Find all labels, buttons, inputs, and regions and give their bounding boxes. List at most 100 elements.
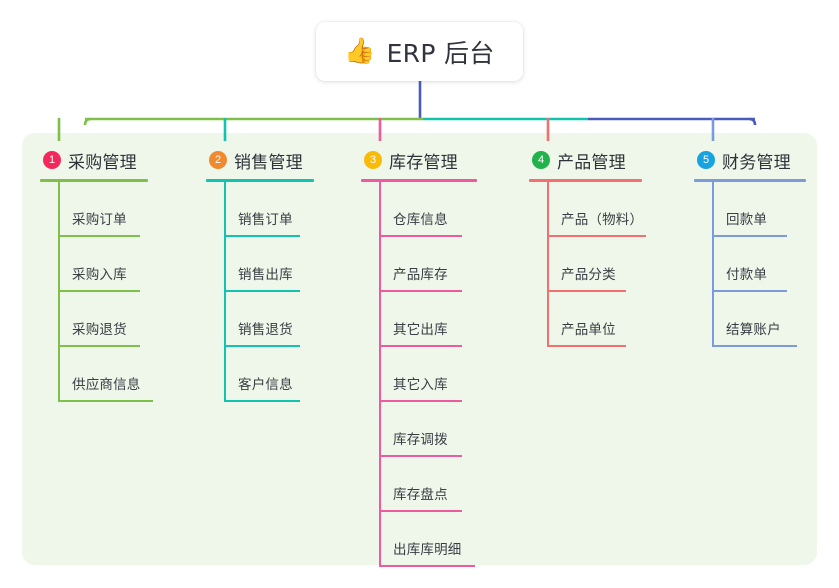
branch-item-label: 销售退货 <box>238 322 293 338</box>
branch-title: 销售管理 <box>234 152 303 173</box>
branch-item[interactable]: 其它出库 <box>361 292 477 347</box>
branch-item-underline <box>547 235 646 237</box>
branch-item-label: 销售订单 <box>238 212 293 228</box>
branch-title-underline <box>361 179 477 182</box>
branch-item-label: 结算账户 <box>726 322 781 338</box>
branch-item[interactable]: 产品分类 <box>529 237 642 292</box>
branch-number-badge: 3 <box>364 151 382 169</box>
branch-item[interactable]: 客户信息 <box>206 347 314 402</box>
branch-item[interactable]: 库存盘点 <box>361 457 477 512</box>
branch-item-underline <box>224 290 300 292</box>
branch-item-underline <box>712 345 797 347</box>
branch-item-label: 库存盘点 <box>393 487 448 503</box>
branch-stem-line <box>547 182 549 347</box>
branch-item-label: 回款单 <box>726 212 768 228</box>
branch-column-4: 4 产品管理产品（物料） 产品分类产品单位 <box>529 148 646 347</box>
branch-item-underline <box>58 290 140 292</box>
branch-item[interactable]: 库存调拨 <box>361 402 477 457</box>
branch-item[interactable]: 仓库信息 <box>361 182 477 237</box>
branch-item-label: 采购入库 <box>72 267 127 283</box>
branch-item[interactable]: 采购退货 <box>40 292 148 347</box>
branch-item-label: 销售出库 <box>238 267 293 283</box>
branch-column-3: 3 库存管理仓库信息产品库存其它出库其它入库库存调拨库存盘点出库库明细 <box>361 148 477 567</box>
branch-header-4[interactable]: 4 产品管理 <box>529 148 642 173</box>
root-node-label: ERP 后台 <box>386 38 495 68</box>
branch-item-label: 客户信息 <box>238 377 293 393</box>
branch-item[interactable]: 供应商信息 <box>40 347 153 402</box>
branch-column-5: 5 财务管理回款单付款单结算账户 <box>694 148 806 347</box>
branch-item-underline <box>58 400 153 402</box>
branch-item[interactable]: 采购入库 <box>40 237 148 292</box>
branch-item[interactable]: 销售订单 <box>206 182 314 237</box>
branch-item-label: 产品（物料） <box>561 212 644 228</box>
branch-item-label: 其它入库 <box>393 377 448 393</box>
branch-stem-line <box>379 182 381 567</box>
branch-item[interactable]: 产品库存 <box>361 237 477 292</box>
branch-item[interactable]: 其它入库 <box>361 347 477 402</box>
branch-item[interactable]: 产品（物料） <box>529 182 646 237</box>
branch-item-list: 采购订单采购入库采购退货供应商信息 <box>40 182 153 402</box>
branch-stem-line <box>712 182 714 347</box>
branch-title: 库存管理 <box>389 152 458 173</box>
branch-item[interactable]: 产品单位 <box>529 292 642 347</box>
branch-item-underline <box>58 235 140 237</box>
branch-item[interactable]: 结算账户 <box>694 292 806 347</box>
branch-item[interactable]: 出库库明细 <box>361 512 477 567</box>
branch-title-underline <box>529 179 642 182</box>
branch-header-5[interactable]: 5 财务管理 <box>694 148 806 173</box>
branch-title: 财务管理 <box>722 152 791 173</box>
branches-background-panel <box>22 133 817 565</box>
branch-title-underline <box>694 179 806 182</box>
branch-item[interactable]: 回款单 <box>694 182 806 237</box>
branch-title-underline <box>206 179 314 182</box>
branch-item-underline <box>379 290 462 292</box>
branch-item-list: 销售订单销售出库销售退货客户信息 <box>206 182 314 402</box>
branch-item-underline <box>224 400 300 402</box>
branch-header-3[interactable]: 3 库存管理 <box>361 148 477 173</box>
branch-item-list: 回款单付款单结算账户 <box>694 182 806 347</box>
branch-item[interactable]: 销售出库 <box>206 237 314 292</box>
branch-item-label: 仓库信息 <box>393 212 448 228</box>
branch-item[interactable]: 采购订单 <box>40 182 148 237</box>
branch-stem-line <box>224 182 226 402</box>
branch-item-label: 产品库存 <box>393 267 448 283</box>
branch-column-1: 1 采购管理采购订单采购入库采购退货供应商信息 <box>40 148 153 402</box>
thumbs-up-icon: 👍 <box>344 36 376 65</box>
branch-item-underline <box>224 235 300 237</box>
branch-item-underline <box>547 290 626 292</box>
branch-item-underline <box>379 510 462 512</box>
branch-item[interactable]: 销售退货 <box>206 292 314 347</box>
branch-item-underline <box>379 345 462 347</box>
branch-header-1[interactable]: 1 采购管理 <box>40 148 148 173</box>
branch-number-badge: 1 <box>43 151 61 169</box>
branch-item-label: 出库库明细 <box>393 542 462 558</box>
branch-item[interactable]: 付款单 <box>694 237 806 292</box>
branch-title: 采购管理 <box>68 152 137 173</box>
branch-item-underline <box>547 345 626 347</box>
branch-item-underline <box>379 400 462 402</box>
branch-item-label: 采购订单 <box>72 212 127 228</box>
branch-number-badge: 5 <box>697 151 715 169</box>
branch-stem-line <box>58 182 60 402</box>
branch-item-underline <box>379 565 475 567</box>
branch-item-underline <box>224 345 300 347</box>
branch-item-underline <box>712 235 787 237</box>
branch-item-underline <box>58 345 140 347</box>
branch-item-list: 产品（物料） 产品分类产品单位 <box>529 182 646 347</box>
branch-item-label: 付款单 <box>726 267 768 283</box>
branch-item-label: 供应商信息 <box>72 377 141 393</box>
branch-item-label: 产品分类 <box>561 267 616 283</box>
branch-title-underline <box>40 179 148 182</box>
branch-item-list: 仓库信息产品库存其它出库其它入库库存调拨库存盘点出库库明细 <box>361 182 477 567</box>
branch-item-underline <box>379 235 462 237</box>
branch-title: 产品管理 <box>557 152 626 173</box>
branch-number-badge: 4 <box>532 151 550 169</box>
root-node[interactable]: 👍 ERP 后台 <box>316 22 523 81</box>
branch-item-underline <box>712 290 787 292</box>
branch-item-label: 其它出库 <box>393 322 448 338</box>
branch-item-underline <box>379 455 462 457</box>
